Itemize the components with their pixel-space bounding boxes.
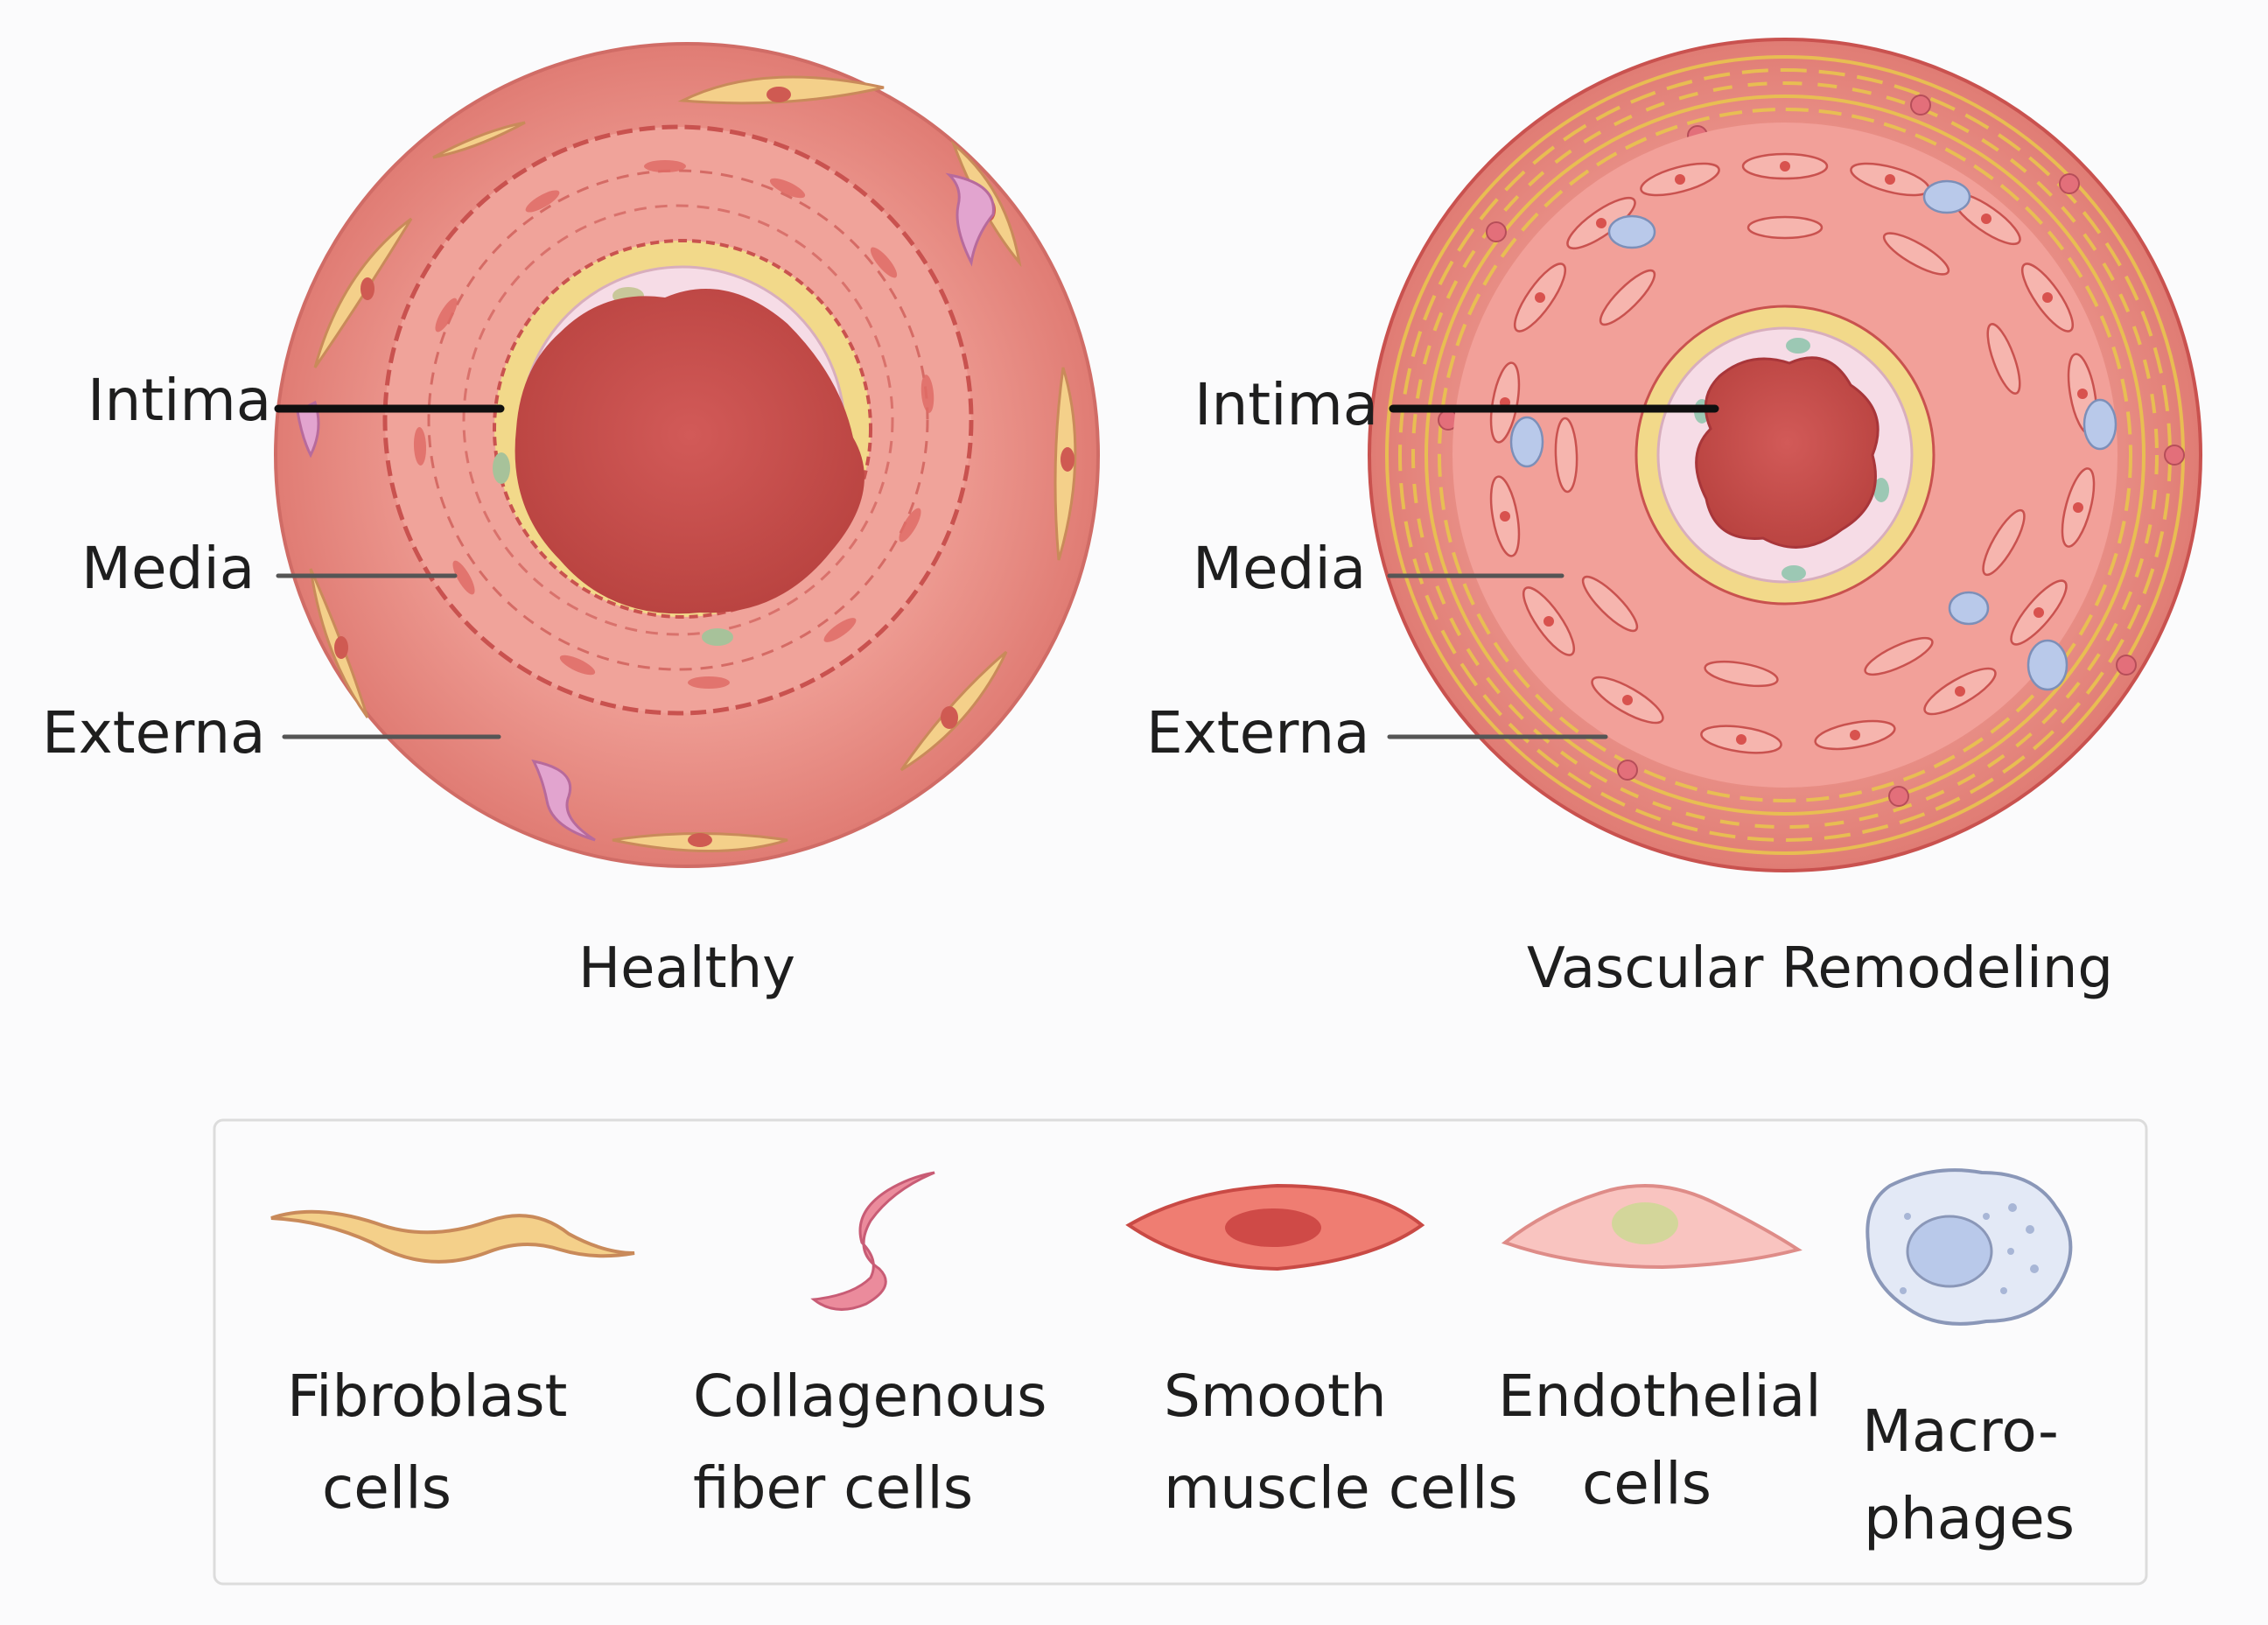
healthy-vessel bbox=[274, 42, 1100, 868]
infiltrating-macrophages bbox=[1509, 179, 2118, 691]
legend-macrophage-line1: Macro- bbox=[1862, 1397, 2059, 1465]
legend-collagen-line2: fiber cells bbox=[693, 1454, 973, 1522]
adventitia-collagen bbox=[296, 172, 995, 842]
healthy-media-label: Media bbox=[81, 535, 255, 602]
legend-collagen-line1: Collagenous bbox=[693, 1362, 1047, 1430]
remodeled-media-label: Media bbox=[1193, 535, 1366, 602]
healthy-title: Healthy bbox=[578, 936, 795, 1001]
legend-macrophage-line2: phages bbox=[1864, 1485, 2075, 1552]
legend-fibroblast-line1: Fibroblast bbox=[287, 1362, 567, 1430]
fibroblast-icon bbox=[270, 1209, 635, 1264]
healthy-lumen bbox=[514, 289, 864, 614]
collagen-fiber-icon bbox=[810, 1171, 935, 1311]
remodeled-externa-label: Externa bbox=[1146, 699, 1370, 767]
remodeled-intima-label: Intima bbox=[1194, 371, 1378, 438]
macrophage-icon bbox=[1866, 1168, 2073, 1326]
endothelial-cell-icon bbox=[1501, 1184, 1802, 1270]
remodeled-lumen bbox=[1695, 356, 1880, 549]
remodeling-title: Vascular Remodeling bbox=[1527, 936, 2113, 1001]
legend-endothelial-line1: Endothelial bbox=[1498, 1362, 1822, 1430]
legend: Fibroblast cells Collagenous fiber cells… bbox=[213, 1118, 2148, 1586]
collagen-mesh bbox=[1385, 55, 2185, 855]
legend-endothelial-line2: cells bbox=[1582, 1450, 1712, 1517]
healthy-intima-label: Intima bbox=[88, 367, 271, 434]
legend-fibroblast-line2: cells bbox=[322, 1454, 452, 1522]
legend-smooth-line1: Smooth bbox=[1164, 1362, 1387, 1430]
leader-lines bbox=[274, 404, 1719, 739]
legend-smooth-line2: muscle cells bbox=[1164, 1454, 1518, 1522]
healthy-externa-label: Externa bbox=[42, 699, 266, 767]
smooth-muscle-cell-icon bbox=[1125, 1183, 1425, 1271]
remodeled-vessel bbox=[1368, 38, 2202, 872]
